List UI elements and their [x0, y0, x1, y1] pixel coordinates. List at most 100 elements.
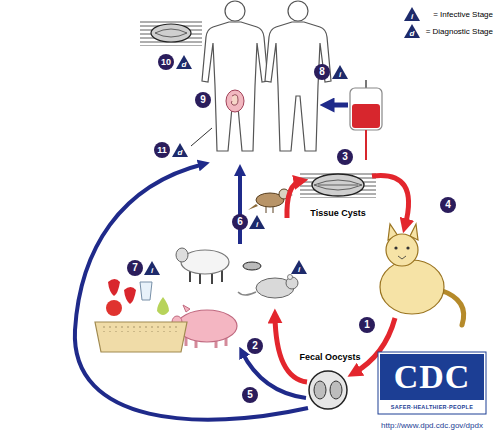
stage-symbol: i: [291, 260, 307, 274]
logo-tagline: SAFER·HEALTHIER·PEOPLE: [391, 404, 473, 410]
callout-number: 2: [247, 338, 263, 354]
source-url: http://www.dpd.cdc.gov/dpdx: [381, 421, 483, 430]
food-water-litter: [124, 287, 136, 304]
food-water-litter: [95, 322, 187, 352]
triangle-symbol: [144, 261, 160, 275]
triangle-symbol: [249, 215, 265, 229]
cat: [440, 290, 464, 325]
legend-text: = Diagnostic Stage: [426, 27, 493, 36]
callout-number: 3: [337, 149, 353, 165]
tissue-cyst: [300, 172, 376, 198]
triangle-symbol: [404, 24, 420, 38]
callout-number: 1: [359, 317, 375, 333]
cat: [394, 246, 397, 249]
stage-symbol: i: [332, 65, 348, 79]
muscle-cyst: [140, 20, 202, 46]
stage-label: Fecal Oocysts: [298, 352, 361, 362]
callout-number: 8: [314, 64, 330, 80]
stage-symbol: i: [404, 7, 420, 21]
cdc-logo: [378, 352, 486, 414]
callout-number: 6: [232, 214, 248, 230]
triangle-symbol: [332, 65, 348, 79]
blood-bag: [327, 80, 382, 160]
cdc-logo: [378, 352, 486, 414]
legend-text: = Infective Stage: [433, 10, 493, 19]
legend-text: = Infective Stage: [433, 10, 493, 19]
callout-number: 9: [195, 92, 211, 108]
pig: [183, 305, 190, 312]
stage-symbol: i: [249, 215, 265, 229]
legend-text: = Diagnostic Stage: [426, 27, 493, 36]
logo-text: CDC: [394, 358, 471, 396]
rat: [238, 292, 256, 295]
callout-number: 11: [154, 142, 170, 158]
food-water-litter: [140, 282, 152, 300]
callout-number: 10: [158, 54, 174, 70]
callout-number: 8: [314, 64, 330, 80]
callout-number: 4: [440, 197, 456, 213]
tissue-cyst: [312, 174, 364, 196]
human-male: [265, 22, 331, 151]
stage-symbol: i: [249, 215, 265, 229]
callout-number: 3: [337, 149, 353, 165]
cat: [406, 246, 409, 249]
oocyst: [309, 371, 347, 409]
triangle-symbol: [291, 260, 307, 274]
source-url: http://www.dpd.cdc.gov/dpdx: [381, 421, 483, 430]
callout-number: 5: [242, 387, 258, 403]
callout-number: 1: [359, 317, 375, 333]
logo-tagline: SAFER·HEALTHIER·PEOPLE: [391, 404, 473, 410]
cat: [380, 260, 444, 314]
oocyst: [314, 381, 326, 399]
stage-label: Fecal Oocysts: [299, 352, 360, 362]
triangle-symbol: [404, 7, 420, 21]
triangle-symbol: [172, 143, 188, 157]
stage-symbol: d: [176, 55, 192, 69]
callout-number: 11: [154, 142, 170, 158]
food-water-litter: [106, 300, 122, 316]
human-female: [225, 1, 245, 21]
muscle-cyst: [151, 24, 191, 42]
food-water-litter: [108, 279, 120, 296]
callout-number: 4: [440, 197, 456, 213]
rat: [288, 275, 293, 280]
stage-symbol: d: [172, 143, 188, 157]
cdc-logo: [380, 354, 484, 400]
stage-symbol: d: [404, 24, 420, 38]
tissue-cyst: [314, 180, 362, 190]
leader-line: [191, 128, 212, 146]
red-cycle-arrows: [287, 181, 301, 218]
cat: [380, 224, 464, 325]
muscle-cyst: [155, 29, 187, 37]
blood-bag: [365, 130, 367, 160]
oocyst: [309, 371, 347, 409]
cat: [386, 234, 418, 266]
stage-symbol: i: [144, 261, 160, 275]
stage-symbol: i: [144, 261, 160, 275]
stage-symbol: i: [404, 7, 420, 21]
callout-number: 2: [247, 338, 263, 354]
red-cycle-arrows: [275, 175, 409, 382]
human-male: [265, 1, 331, 151]
food-water-litter: [95, 279, 187, 352]
sheep: [176, 248, 229, 284]
blood-bag: [350, 88, 382, 130]
food-water-litter: [157, 297, 169, 315]
stage-symbol: d: [176, 55, 192, 69]
stage-label: Tissue Cysts: [310, 208, 365, 218]
red-cycle-arrows: [372, 175, 409, 226]
stage-symbol: d: [172, 143, 188, 157]
cat: [398, 256, 406, 259]
blue-transmission-arrows: [75, 164, 308, 420]
human-female: [202, 22, 268, 151]
callout-number: 7: [127, 260, 143, 276]
blue-transmission-arrows: [75, 164, 308, 420]
logo-text: CDC: [394, 358, 471, 396]
callout-number: 6: [232, 214, 248, 230]
bird: [248, 204, 258, 210]
blue-transmission-arrows: [238, 170, 242, 244]
food-water-litter: [101, 324, 181, 332]
blood-bag: [365, 80, 367, 88]
